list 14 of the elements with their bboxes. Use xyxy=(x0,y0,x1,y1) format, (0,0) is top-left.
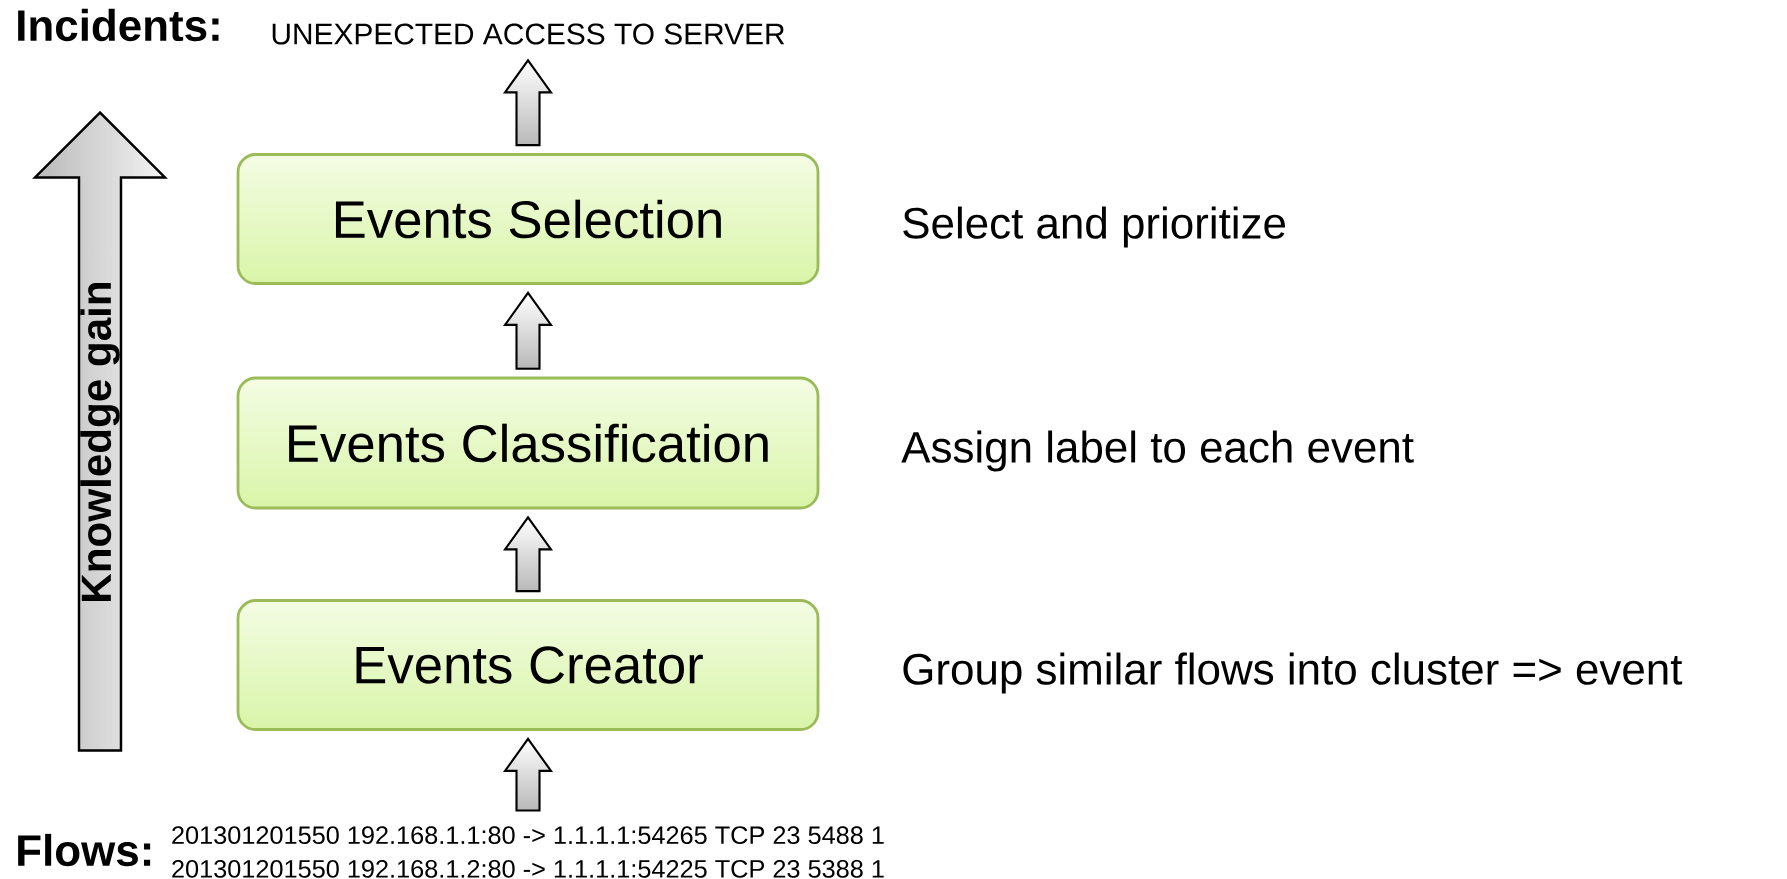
block-arrow xyxy=(502,515,554,593)
block-arrow xyxy=(502,291,554,370)
beside-text: Select and prioritize xyxy=(903,206,1285,248)
block-arrow xyxy=(502,58,554,147)
block-arrow xyxy=(502,737,554,812)
heading-label: Flows: xyxy=(18,833,151,867)
flow-records: 201301201550 192.168.1.1:80 -> 1.1.1.1:54265 TCP 23 5488 1 201301201550 192.168.1.2:80 -> 1.1.1.1:54225 TCP 23 5388 1 xyxy=(172,826,884,878)
beside-text: Group similar flows into cluster => event xyxy=(903,652,1683,694)
process-box: Events Selection xyxy=(236,153,820,285)
process-box: Events Classification xyxy=(236,376,820,510)
incident-text: UNEXPECTED ACCESS TO SERVER xyxy=(272,23,785,45)
heading-label: Incidents: xyxy=(18,8,219,42)
beside-text: Assign label to each event xyxy=(901,430,1414,472)
process-box: Events Creator xyxy=(236,599,820,731)
